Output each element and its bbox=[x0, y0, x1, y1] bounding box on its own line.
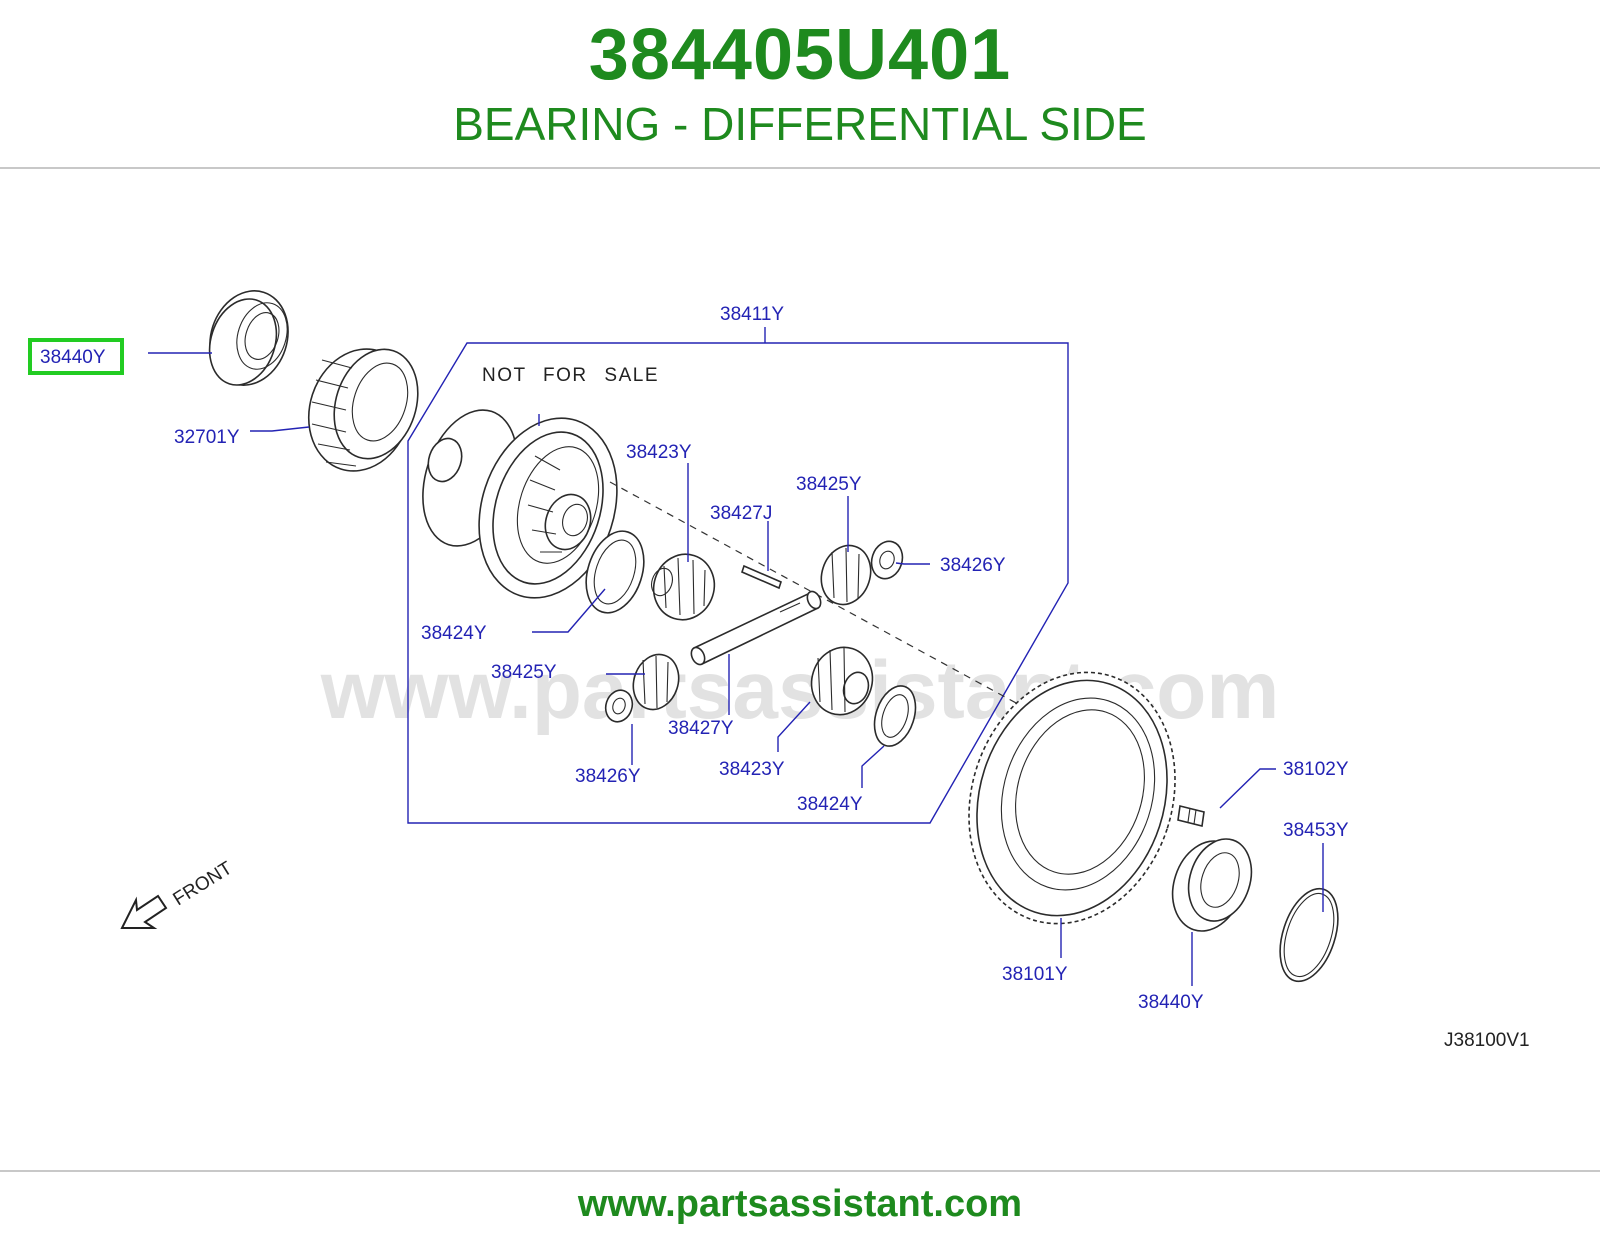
callout-38102Y[interactable]: 38102Y bbox=[1283, 759, 1349, 780]
callout-38425Y-bottom[interactable]: 38425Y bbox=[491, 662, 557, 683]
not-for-sale-note: NOT FOR SALE bbox=[482, 365, 659, 386]
pinion-mate-top-part bbox=[820, 544, 872, 606]
lock-pin-part bbox=[741, 564, 782, 590]
callout-38423Y-bottom[interactable]: 38423Y bbox=[719, 759, 785, 780]
footer-divider bbox=[0, 1170, 1600, 1172]
pinion-mate-bottom-part bbox=[632, 653, 680, 711]
part-name-subtitle: BEARING - DIFFERENTIAL SIDE bbox=[453, 98, 1147, 150]
assembly-frame bbox=[407, 342, 1069, 824]
part-number-title: 384405U401 bbox=[588, 15, 1012, 95]
side-gear-bottom-part bbox=[810, 646, 874, 716]
callout-38453Y[interactable]: 38453Y bbox=[1283, 820, 1349, 841]
o-ring-part bbox=[1279, 887, 1339, 983]
differential-case-part bbox=[422, 409, 618, 599]
callout-38440Y-highlighted[interactable]: 38440Y bbox=[40, 347, 106, 368]
speedometer-gear-part bbox=[307, 348, 419, 472]
pinion-washer-right-part bbox=[870, 540, 904, 580]
pinion-shaft-part bbox=[690, 590, 822, 666]
callout-38423Y-top[interactable]: 38423Y bbox=[626, 442, 692, 463]
footer-website-link[interactable]: www.partsassistant.com bbox=[577, 1183, 1023, 1225]
thrust-washer-bottom-part bbox=[873, 685, 917, 747]
exploded-parts-diagram: www.partsassistant.com NOT FOR SALE bbox=[28, 290, 1530, 1051]
front-label: FRONT bbox=[170, 858, 237, 911]
leader-lines bbox=[148, 352, 1324, 986]
callout-38426Y-bottom[interactable]: 38426Y bbox=[575, 766, 641, 787]
side-gear-top-part bbox=[651, 553, 716, 621]
header-divider bbox=[0, 167, 1600, 169]
callout-32701Y[interactable]: 32701Y bbox=[174, 427, 240, 448]
ring-gear-bolt-part bbox=[1177, 805, 1205, 827]
callout-38440Y-bottom[interactable]: 38440Y bbox=[1138, 992, 1204, 1013]
highlighted-part-box bbox=[28, 338, 124, 375]
front-direction-arrow-icon bbox=[120, 894, 168, 929]
bearing-right-part bbox=[1171, 838, 1253, 932]
bearing-left-part bbox=[208, 290, 289, 386]
thrust-washer-left-part bbox=[585, 530, 645, 614]
callout-38427Y[interactable]: 38427Y bbox=[668, 718, 734, 739]
pinion-washer-bottom-part bbox=[604, 689, 634, 723]
callout-38424Y-left[interactable]: 38424Y bbox=[421, 623, 487, 644]
callout-38101Y[interactable]: 38101Y bbox=[1002, 964, 1068, 985]
callout-38427J[interactable]: 38427J bbox=[710, 503, 772, 524]
callout-38424Y-bottom[interactable]: 38424Y bbox=[797, 794, 863, 815]
final-drive-gear-part bbox=[968, 671, 1176, 925]
assembly-centerline bbox=[609, 481, 1041, 717]
callout-38426Y-right[interactable]: 38426Y bbox=[940, 555, 1006, 576]
diagram-code: J38100V1 bbox=[1444, 1030, 1530, 1051]
callout-38425Y-top[interactable]: 38425Y bbox=[796, 474, 862, 495]
callout-38411Y[interactable]: 38411Y bbox=[720, 304, 784, 325]
